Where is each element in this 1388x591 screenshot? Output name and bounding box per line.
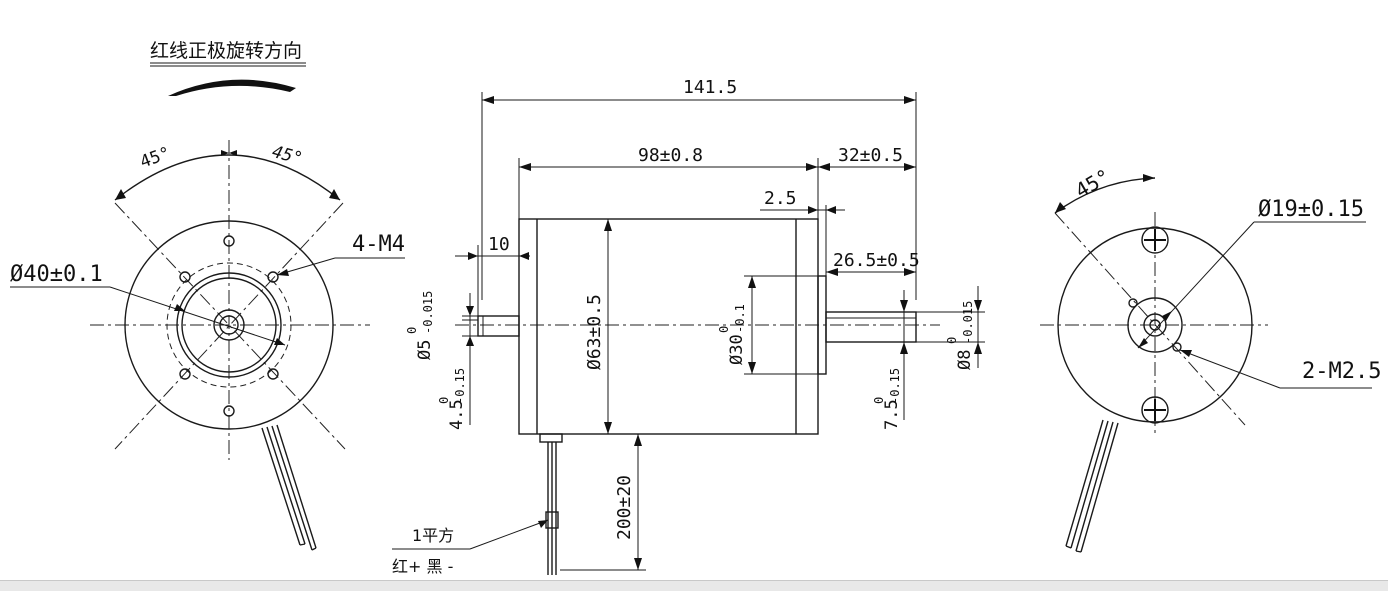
right-angle-label: 45°	[270, 142, 305, 169]
m4-hole-icon	[179, 271, 191, 283]
front-shaft	[825, 311, 917, 343]
tol-upper: 0	[437, 397, 451, 404]
tol-upper: 0	[405, 327, 419, 334]
body-length-label: 98±0.8	[638, 145, 703, 166]
left-view: 45° 45° 4-M4 Ø40±0.1	[10, 140, 405, 551]
front-shaft-dia-label: Ø8	[955, 350, 975, 370]
tol-lower: -0.015	[421, 291, 435, 334]
rear-shaft-dia-label: Ø5	[415, 340, 435, 360]
wire-color-label: 红+ 黑 -	[392, 557, 453, 576]
tol-lower: -0.15	[453, 368, 467, 404]
thread-label-4m4: 4-M4	[352, 232, 405, 257]
body-dia-label: Ø63±0.5	[584, 294, 605, 370]
left-lead-wires-icon	[261, 424, 317, 551]
lead-length-label: 200±20	[614, 475, 635, 540]
m25-hole-icon	[1128, 298, 1138, 308]
rear-shaft	[477, 315, 520, 337]
rear-shaft-length-label: 10	[488, 234, 510, 255]
overall-length-label: 141.5	[683, 77, 737, 98]
right-angle-label: 45°	[1071, 164, 1114, 203]
right-outer-circle	[1057, 227, 1253, 423]
boss-dia-label: Ø30	[727, 334, 747, 365]
tol-lower: -0.015	[961, 301, 975, 344]
tol-lower: -0.1	[733, 304, 747, 333]
rotation-note: 红线正极旋转方向	[150, 40, 306, 96]
left-outer-circle	[124, 220, 334, 430]
left-top-hole-icon	[223, 235, 235, 247]
m4-hole-icon	[267, 271, 279, 283]
rear-flat-label: 4.5	[447, 399, 467, 430]
boss-width-label: 2.5	[764, 188, 797, 209]
right-lead-wires-icon	[1065, 419, 1119, 553]
m25-hole-icon	[1172, 342, 1182, 352]
left-bottom-hole-icon	[223, 405, 235, 417]
right-view: 45° Ø19±0.15 2-M2.5	[1040, 164, 1381, 553]
screw-head-icon	[1141, 396, 1169, 424]
thread-label-m25: 2-M2.5	[1302, 359, 1381, 384]
side-view: 141.5 98±0.8 32±0.5 2.5 10 26.5±0.5	[392, 77, 985, 576]
motor-body	[518, 218, 819, 435]
screw-head-icon	[1141, 226, 1169, 254]
rotation-note-text: 红线正极旋转方向	[150, 40, 302, 62]
tol-upper: 0	[872, 397, 886, 404]
rotation-arrow-icon	[168, 79, 296, 96]
tol-lower: -0.15	[888, 368, 902, 404]
shaft-length-label: 32±0.5	[838, 145, 903, 166]
flat-length-label: 26.5±0.5	[833, 250, 920, 271]
tol-upper: 0	[945, 337, 959, 344]
front-flat-label: 7.5	[882, 399, 902, 430]
wire-gauge-label: 1平方	[412, 526, 454, 545]
m4-hole-icon	[267, 368, 279, 380]
m4-hole-icon	[179, 368, 191, 380]
diameter-label-40: Ø40±0.1	[10, 262, 103, 287]
tol-upper: 0	[717, 326, 731, 333]
window-bottom-bar	[0, 580, 1388, 591]
diameter-label-19: Ø19±0.15	[1258, 197, 1364, 222]
